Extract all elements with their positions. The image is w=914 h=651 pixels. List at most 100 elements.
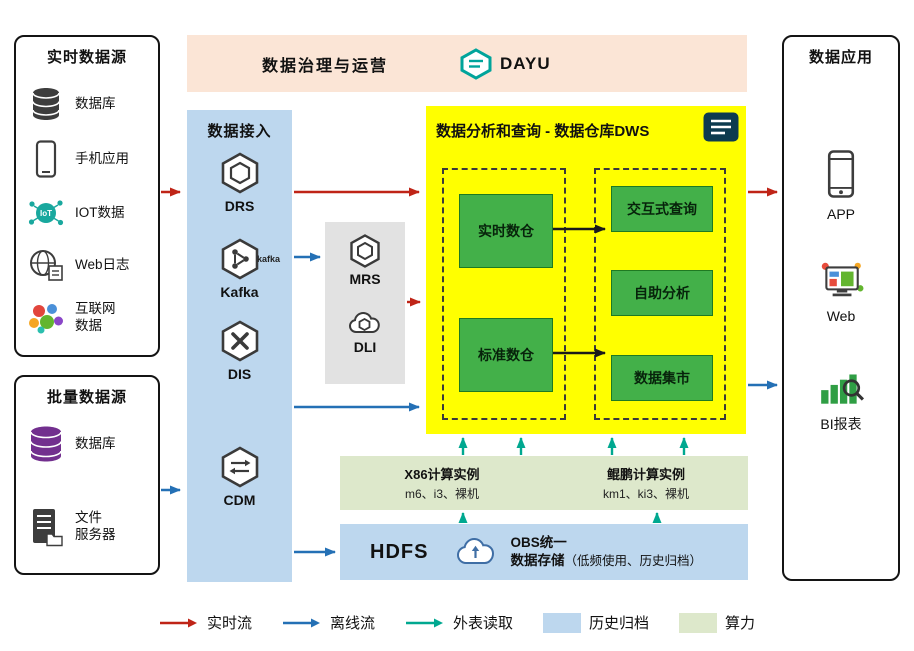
realtime-sources-panel: 实时数据源 数据库 手机应用 bbox=[14, 35, 160, 357]
ingestion-item-cdm: CDM bbox=[187, 446, 292, 508]
x86-compute-subtitle: m6、i3、裸机 bbox=[404, 487, 479, 501]
data-applications-panel: 数据应用 APP Web bbox=[782, 35, 900, 581]
legend-item-realtime-flow: 实时流 bbox=[159, 612, 252, 633]
app-icon bbox=[827, 150, 855, 198]
legend-label: 历史归档 bbox=[589, 615, 650, 632]
data-mart-box: 数据集市 bbox=[611, 355, 713, 401]
source-item-label: 数据库 bbox=[75, 95, 116, 111]
data-applications-title: 数据应用 bbox=[808, 49, 873, 66]
cdm-icon bbox=[221, 446, 258, 488]
bi-report-icon bbox=[821, 374, 865, 404]
web-icon bbox=[821, 262, 864, 297]
source-item-label: 手机应用 bbox=[75, 150, 129, 166]
database-purple-icon bbox=[26, 424, 66, 464]
legend-label: 离线流 bbox=[329, 615, 375, 632]
legend-item-offline-flow: 离线流 bbox=[282, 612, 375, 633]
obs-cloud-icon bbox=[454, 536, 500, 568]
mobile-app-icon bbox=[26, 140, 66, 178]
self-service-analysis-box: 自助分析 bbox=[611, 270, 713, 316]
dayu-icon bbox=[460, 47, 492, 80]
mrs-icon bbox=[350, 234, 380, 268]
compute-instances-box: X86计算实例 m6、i3、裸机 鲲鹏计算实例 km1、ki3、裸机 bbox=[340, 456, 748, 510]
ingestion-item-label: Kafka bbox=[220, 284, 259, 300]
governance-banner: 数据治理与运营 DAYU bbox=[187, 35, 747, 92]
ingestion-item-label: DRS bbox=[224, 198, 255, 214]
dws-document-icon bbox=[702, 111, 740, 148]
application-item-label: BI报表 bbox=[820, 416, 862, 432]
legend-label: 实时流 bbox=[206, 615, 252, 632]
source-item-label: 数据库 bbox=[75, 435, 116, 451]
source-item-database-batch: 数据库 bbox=[26, 421, 154, 467]
service-group: 交互式查询 自助分析 数据集市 bbox=[594, 168, 726, 420]
file-server-icon bbox=[26, 507, 66, 547]
source-item-iot: IoT IOT数据 bbox=[26, 190, 154, 236]
kunpeng-compute: 鲲鹏计算实例 km1、ki3、裸机 bbox=[544, 456, 748, 510]
realtime-sources-title: 实时数据源 bbox=[46, 49, 127, 66]
processing-box: MRS DLI bbox=[325, 222, 405, 384]
iot-icon: IoT bbox=[26, 197, 66, 229]
application-item-label: APP bbox=[826, 206, 855, 222]
source-item-label: IOT数据 bbox=[75, 204, 125, 220]
dayu-label: DAYU bbox=[500, 53, 551, 73]
obs-storage-text: OBS统一 数据存储（低频使用、历史归档） bbox=[510, 534, 702, 569]
legend-label: 外表读取 bbox=[452, 615, 513, 632]
kafka-icon bbox=[221, 238, 258, 280]
source-item-weblog: Web日志 bbox=[26, 242, 154, 288]
data-ingestion-title: 数据接入 bbox=[207, 123, 272, 140]
batch-sources-title: 批量数据源 bbox=[46, 389, 127, 406]
ingestion-item-kafka: kafka Kafka bbox=[187, 238, 292, 300]
legend-item-external-read: 外表读取 bbox=[405, 612, 513, 633]
interactive-query-box: 交互式查询 bbox=[611, 186, 713, 232]
ingestion-item-drs: DRS bbox=[187, 152, 292, 214]
realtime-warehouse-box: 实时数仓 bbox=[459, 194, 553, 268]
x86-compute: X86计算实例 m6、i3、裸机 bbox=[340, 456, 544, 510]
x86-compute-title: X86计算实例 bbox=[404, 467, 480, 482]
dli-icon bbox=[348, 311, 380, 333]
processing-item-mrs: MRS bbox=[325, 234, 405, 287]
history-archive-swatch bbox=[543, 612, 581, 633]
processing-item-dli: DLI bbox=[325, 308, 405, 355]
application-item-label: Web bbox=[826, 308, 856, 324]
kafka-wordmark: kafka bbox=[257, 254, 281, 264]
source-item-internet: 互联网 数据 bbox=[26, 295, 154, 341]
storage-box: HDFS OBS统一 数据存储（低频使用、历史归档） bbox=[340, 524, 748, 580]
dis-icon bbox=[221, 320, 258, 362]
application-item-app: APP bbox=[784, 149, 898, 222]
hdfs-label: HDFS bbox=[370, 540, 429, 563]
obs-line2: 数据存储 bbox=[510, 553, 565, 568]
kunpeng-compute-title: 鲲鹏计算实例 bbox=[606, 467, 685, 482]
obs-line1: OBS统一 bbox=[510, 535, 567, 551]
internet-data-icon bbox=[26, 301, 66, 335]
ingestion-item-dis: DIS bbox=[187, 320, 292, 382]
dws-warehouse-box: 数据分析和查询 - 数据仓库DWS 实时数仓 标准数仓 交互式查询 自助分析 数… bbox=[426, 106, 746, 434]
ingestion-item-label: DIS bbox=[227, 366, 252, 382]
warehouse-group: 实时数仓 标准数仓 bbox=[442, 168, 566, 420]
source-item-label: Web日志 bbox=[75, 256, 130, 272]
application-item-bi: BI报表 bbox=[784, 367, 898, 434]
governance-title: 数据治理与运营 bbox=[262, 57, 389, 75]
external-read-arrow-icon bbox=[405, 618, 443, 627]
drs-icon bbox=[221, 152, 258, 194]
batch-sources-panel: 批量数据源 数据库 bbox=[14, 375, 160, 575]
compute-power-swatch bbox=[679, 612, 718, 633]
web-log-icon bbox=[26, 248, 66, 282]
standard-warehouse-box: 标准数仓 bbox=[459, 318, 553, 392]
legend-item-history-archive: 历史归档 bbox=[543, 612, 649, 633]
offline-flow-arrow-icon bbox=[282, 618, 320, 627]
legend-label: 算力 bbox=[725, 615, 756, 632]
processing-item-label: DLI bbox=[353, 339, 377, 355]
dayu-logo: DAYU bbox=[459, 47, 551, 80]
obs-note: （低频使用、历史归档） bbox=[564, 554, 702, 568]
kunpeng-compute-subtitle: km1、ki3、裸机 bbox=[602, 487, 689, 501]
legend: 实时流 离线流 外表读取 历史归档 算力 bbox=[0, 612, 914, 633]
svg-text:IoT: IoT bbox=[40, 209, 52, 218]
data-ingestion-column: 数据接入 DRS kafka Kafka bbox=[187, 110, 292, 582]
source-item-database: 数据库 bbox=[26, 81, 154, 127]
processing-item-label: MRS bbox=[349, 271, 381, 287]
source-item-fileserver: 文件 服务器 bbox=[26, 499, 154, 555]
source-item-mobile: 手机应用 bbox=[26, 136, 154, 182]
application-item-web: Web bbox=[784, 261, 898, 324]
source-item-label: 互联网 数据 bbox=[75, 301, 116, 333]
realtime-flow-arrow-icon bbox=[159, 618, 197, 627]
